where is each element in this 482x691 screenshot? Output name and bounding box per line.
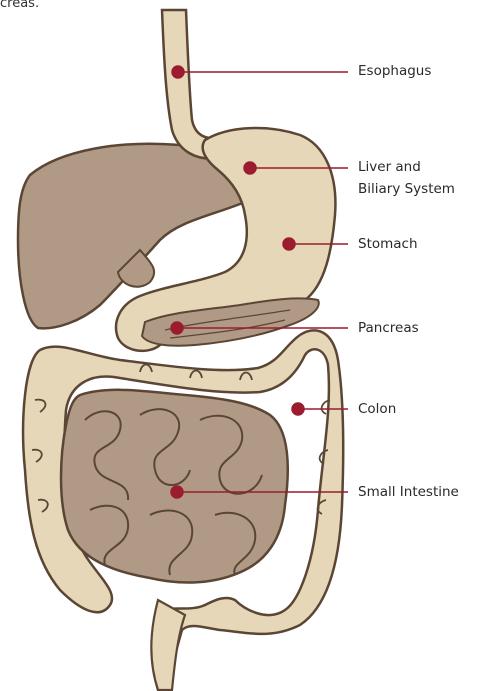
stomach-label: Stomach — [358, 233, 418, 255]
small-intestine-marker — [171, 486, 183, 498]
colon-label: Colon — [358, 398, 396, 420]
colon-marker — [292, 403, 304, 415]
pancreas-label: Pancreas — [358, 317, 419, 339]
esophagus-label: Esophagus — [358, 60, 431, 82]
small-intestine-label: Small Intestine — [358, 481, 459, 503]
liver-marker — [244, 162, 256, 174]
liver-label-line1: Liver and — [358, 156, 421, 178]
liver-label-line2: Biliary System — [358, 178, 455, 200]
stomach-marker — [283, 238, 295, 250]
pancreas-marker — [171, 322, 183, 334]
esophagus-marker — [172, 66, 184, 78]
rectum-shape — [151, 600, 185, 690]
